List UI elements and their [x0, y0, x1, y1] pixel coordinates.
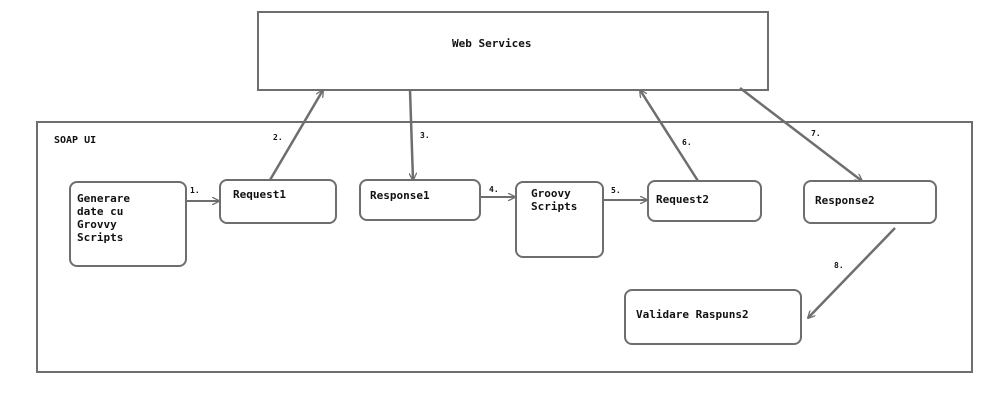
groovy-scripts-line: Groovy — [531, 187, 571, 200]
web-services-label: Web Services — [452, 37, 531, 50]
arrow-step-8 — [808, 227, 896, 318]
step-label-3: 3. — [420, 131, 430, 140]
step-label-5: 5. — [611, 186, 621, 195]
request2-box — [647, 180, 762, 222]
request2-label: Request2 — [656, 193, 709, 206]
arrow-step-6 — [640, 90, 700, 182]
groovy-scripts-label: Groovy Scripts — [531, 187, 577, 213]
arrow-step-7 — [739, 87, 862, 181]
validate-response2-label: Validare Raspuns2 — [636, 308, 749, 321]
request1-box — [219, 179, 337, 224]
generate-data-line: date cu — [77, 205, 123, 218]
arrow-step-3 — [408, 89, 413, 180]
response1-label: Response1 — [370, 189, 430, 202]
generate-data-label: Generare date cu Grovvy Scripts — [77, 192, 137, 244]
generate-data-line: Grovvy — [77, 218, 117, 231]
soap-ui-container — [36, 121, 973, 373]
response1-box — [359, 179, 481, 221]
response2-box — [803, 180, 937, 224]
generate-data-line: Generare — [77, 192, 130, 205]
step-label-7: 7. — [811, 129, 821, 138]
groovy-scripts-line: Scripts — [531, 200, 577, 213]
step-label-4: 4. — [489, 185, 499, 194]
groovy-scripts-box — [515, 181, 604, 258]
step-label-1: 1. — [190, 186, 200, 195]
generate-data-line: Scripts — [77, 231, 123, 244]
generate-data-box — [69, 181, 187, 267]
response2-label: Response2 — [815, 194, 875, 207]
validate-response2-box — [624, 289, 802, 345]
step-label-8: 8. — [834, 261, 844, 270]
web-services-box — [257, 11, 769, 91]
soap-ui-label: SOAP UI — [54, 135, 96, 146]
step-label-2: 2. — [273, 133, 283, 142]
request1-label: Request1 — [233, 188, 286, 201]
step-label-6: 6. — [682, 138, 692, 147]
arrow-step-2 — [268, 90, 323, 181]
